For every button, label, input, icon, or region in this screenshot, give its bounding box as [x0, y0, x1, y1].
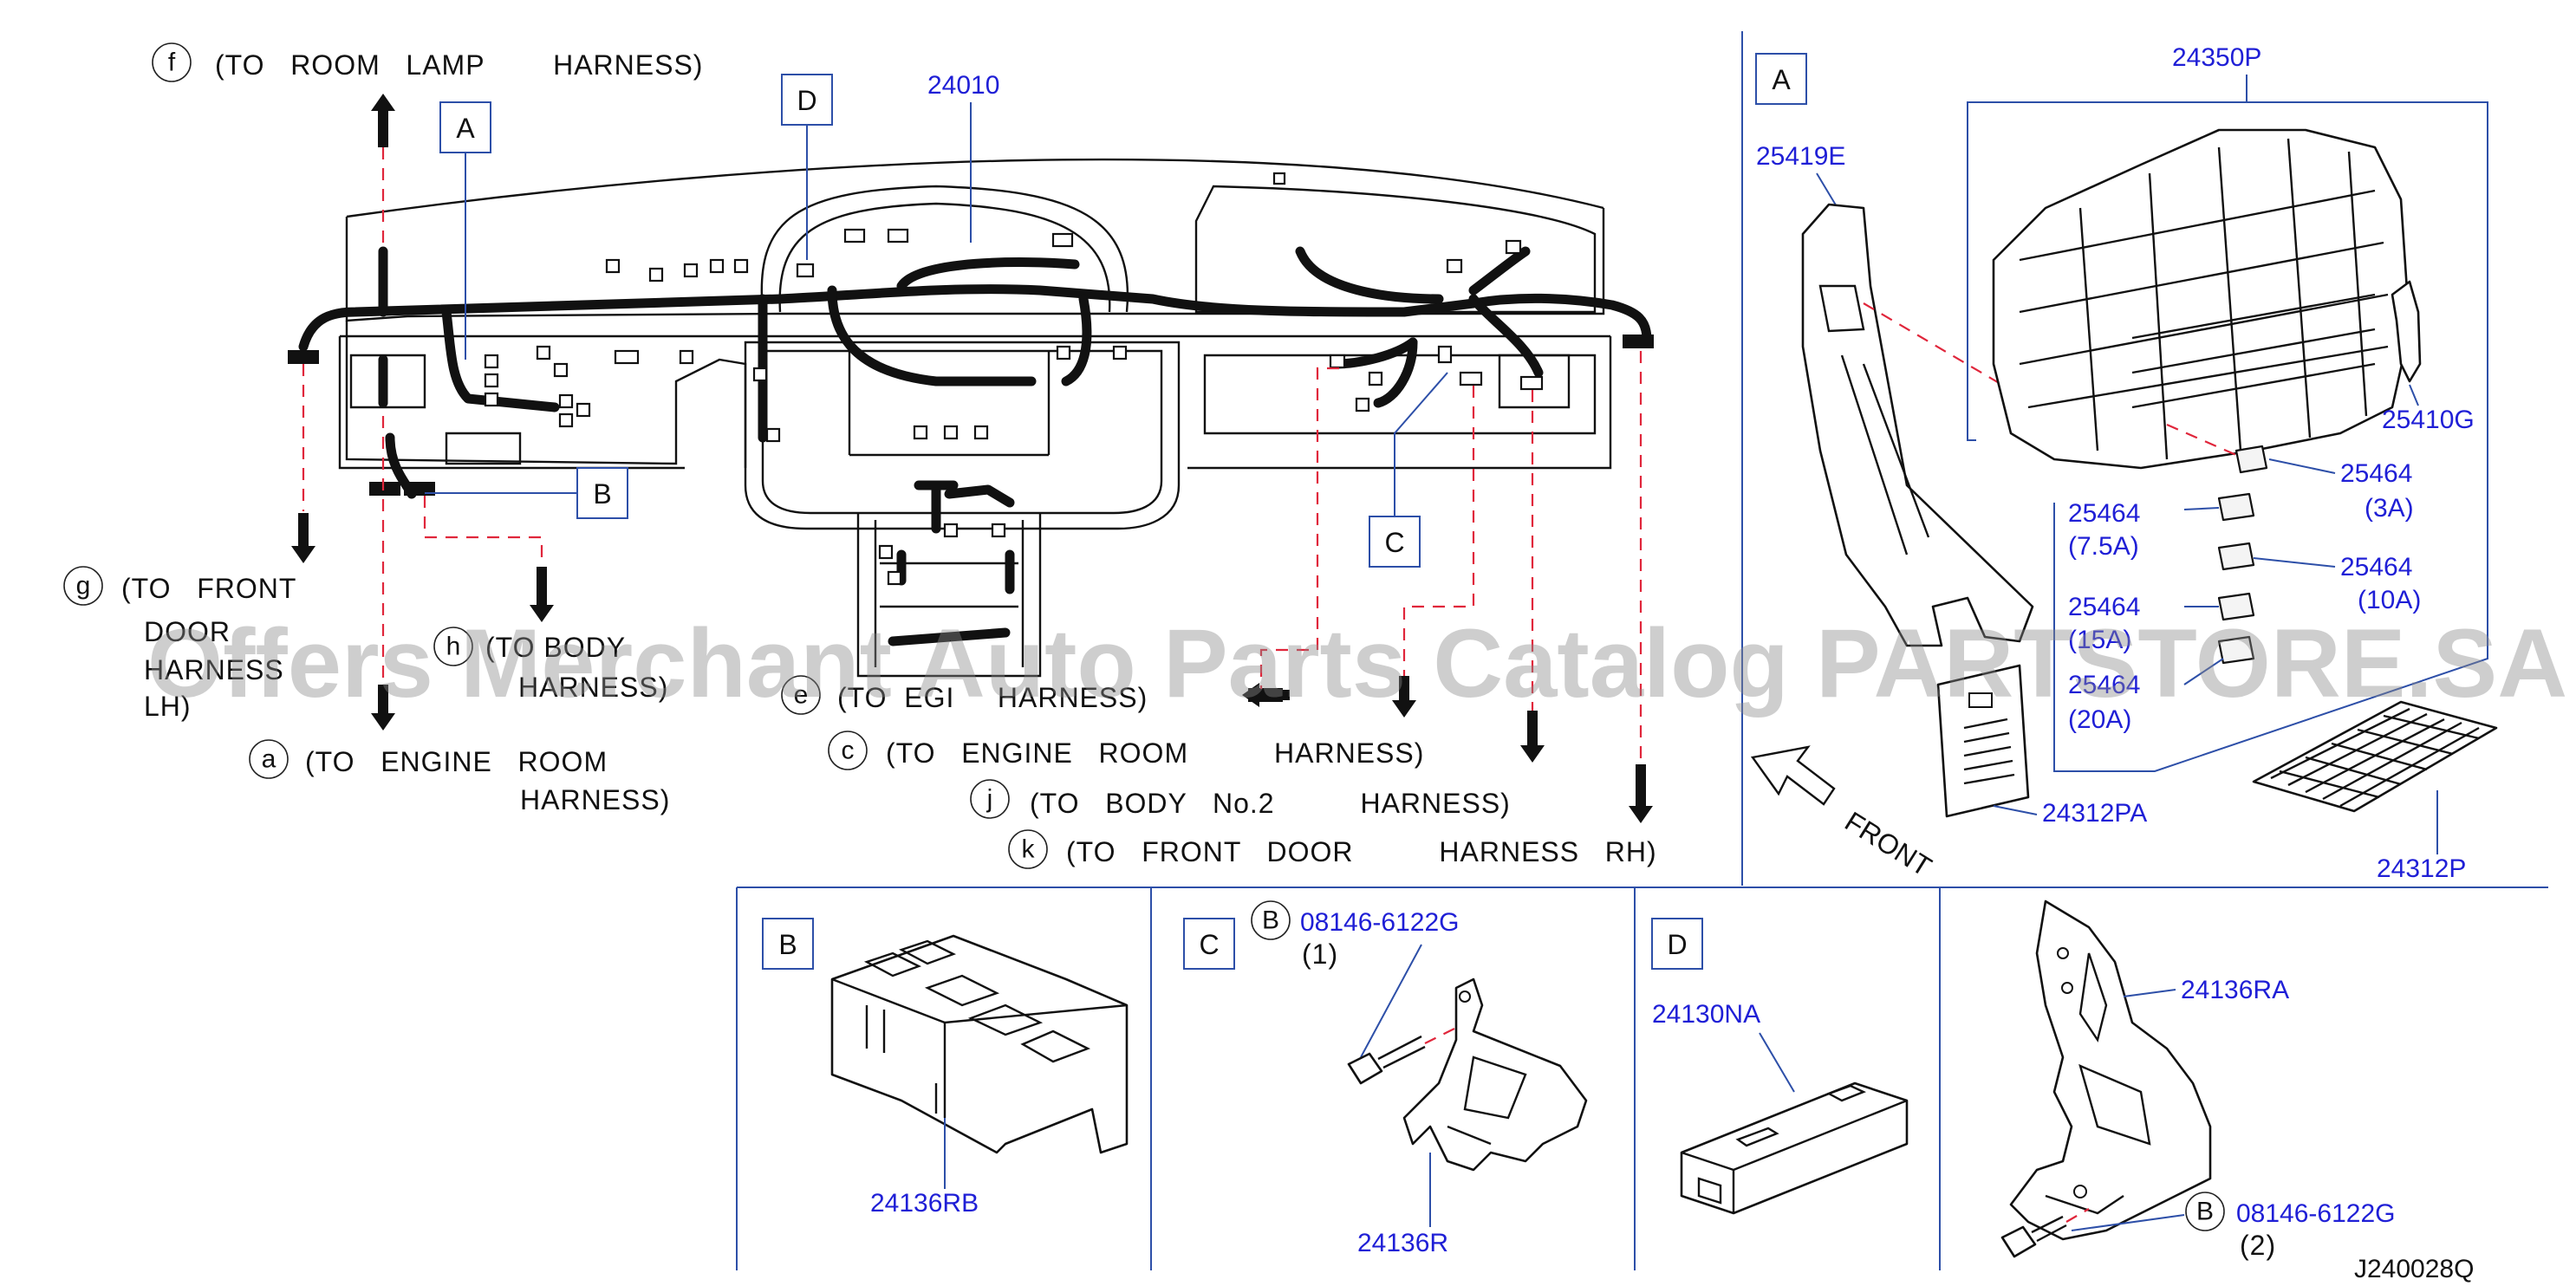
part-25419E[interactable]: 25419E [1756, 142, 1845, 171]
destination-h-line1: (TO BODY [485, 632, 626, 663]
fuse-cover [2252, 700, 2498, 813]
callout-a[interactable]: A [439, 101, 491, 360]
harness-wiring [298, 246, 1652, 646]
fuse-3a-number: 25464 [2340, 459, 2412, 488]
panel-a: A 24350P 25419E 25410G [1750, 43, 2498, 883]
fuse-10a-rating: (10A) [2358, 586, 2421, 614]
fuse-7-5a-rating: (7.5A) [2068, 532, 2139, 561]
fuse-15a-rating: (15A) [2068, 626, 2131, 654]
part-24136RA[interactable]: 24136RA [2181, 976, 2289, 1004]
callout-a-label: A [456, 113, 475, 144]
destination-f-text: (TO ROOM LAMP HARNESS) [215, 49, 703, 81]
connector-24130NA [1680, 1081, 1909, 1215]
part-08146-6122G-c[interactable]: 08146-6122G [1300, 908, 1460, 937]
destination-h: h (TO BODY HARNESS) [433, 627, 668, 703]
fuse-20a-number: 25464 [2068, 671, 2140, 699]
destination-e-text: (TO EGI HARNESS) [837, 682, 1148, 713]
diagram-code: J240028Q [2354, 1255, 2474, 1283]
part-24350P[interactable]: 24350P [2172, 43, 2261, 72]
destination-j-text: (TO BODY No.2 HARNESS) [1030, 788, 1511, 819]
callout-d[interactable]: D [781, 74, 833, 260]
front-label: FRONT [1839, 805, 1937, 882]
destination-c-letter: c [842, 737, 855, 765]
destination-a: a (TO ENGINE ROOM HARNESS) [249, 739, 670, 815]
panel-b: B 24136RB [762, 918, 1129, 1218]
instrument-panel [338, 158, 1612, 678]
callout-b[interactable]: B [425, 467, 628, 519]
destination-c-text: (TO ENGINE ROOM HARNESS) [886, 737, 1424, 769]
destination-f-letter: f [168, 49, 176, 77]
part-24130NA[interactable]: 24130NA [1652, 1000, 1760, 1029]
part-24136R[interactable]: 24136R [1357, 1229, 1448, 1257]
destination-j-letter: j [986, 785, 993, 814]
bolt-icon [1347, 1035, 1426, 1085]
bolt-icon-2 [2000, 1215, 2067, 1258]
panel-d: D 24130NA [1651, 918, 1909, 1215]
destination-g-line3: HARNESS [144, 654, 284, 685]
panel-c-bolt-ref: B [1262, 906, 1279, 935]
part-24010-label: 24010 [927, 71, 999, 100]
destination-k-letter: k [1022, 835, 1036, 864]
connectors [484, 172, 1544, 586]
part-24312PA[interactable]: 24312PA [2042, 799, 2147, 828]
routing-lines [302, 147, 1643, 763]
destination-g: g (TO FRONT DOOR HARNESS LH) [63, 566, 296, 722]
fuse-7-5a-number: 25464 [2068, 499, 2140, 528]
destination-k: k (TO FRONT DOOR HARNESS RH) [1008, 829, 1657, 869]
fuse-3a-rating: (3A) [2365, 494, 2414, 523]
fuse-10a-number: 25464 [2340, 553, 2412, 581]
panel-dividers [736, 31, 2548, 1270]
destination-h-letter: h [446, 633, 461, 661]
destination-g-line2: DOOR [144, 616, 231, 647]
bracket-24136RA [2009, 900, 2212, 1241]
part-08146-6122G-e[interactable]: 08146-6122G [2236, 1199, 2396, 1228]
destination-e: e (TO EGI HARNESS) [781, 675, 1148, 715]
destination-e-letter: e [794, 681, 809, 710]
destination-c: c (TO ENGINE ROOM HARNESS) [828, 731, 1424, 770]
part-25410G[interactable]: 25410G [2382, 406, 2475, 434]
panel-c-tag: C [1199, 929, 1219, 960]
callout-c-label: C [1384, 527, 1404, 558]
destination-a-line1: (TO ENGINE ROOM [305, 746, 608, 777]
panel-a-tag-box [1755, 53, 1807, 105]
panel-c: C B 08146-6122G (1) 24136R [1183, 900, 1588, 1257]
relay-bracket [830, 934, 1129, 1154]
fuses [2166, 423, 2268, 665]
destination-g-line1: (TO FRONT [121, 573, 296, 604]
part-24136RB[interactable]: 24136RB [870, 1189, 979, 1218]
fuse-15a-number: 25464 [2068, 593, 2140, 621]
front-arrow-icon: FRONT [1750, 745, 1937, 882]
direction-arrows [291, 94, 1653, 823]
part-24010[interactable]: 24010 [927, 71, 999, 243]
fuse-20a-rating: (20A) [2068, 705, 2131, 734]
panel-d-tag: D [1667, 929, 1687, 960]
destination-a-line2: HARNESS) [520, 784, 670, 815]
panel-e: 24136RA B 08146-6122G (2) [2000, 900, 2396, 1261]
fuse-block [1992, 128, 2411, 470]
part-24312P[interactable]: 24312P [2377, 854, 2466, 883]
destination-a-letter: a [262, 745, 276, 774]
panel-c-qty: (1) [1302, 939, 1338, 970]
destination-j: j (TO BODY No.2 HARNESS) [970, 779, 1511, 819]
destination-g-letter: g [76, 572, 91, 601]
panel-a-tag: A [1772, 64, 1791, 95]
destination-f: f (TO ROOM LAMP HARNESS) [152, 42, 703, 82]
destination-h-line2: HARNESS) [518, 672, 668, 703]
callout-c[interactable]: C [1369, 372, 1448, 568]
destination-k-text: (TO FRONT DOOR HARNESS RH) [1066, 836, 1657, 867]
watermark-text: Offers Merchant Auto Parts Catalog PARTS… [147, 609, 2567, 718]
destination-g-line4: LH) [144, 691, 192, 722]
bracket-24136R [1402, 977, 1588, 1172]
panel-e-qty: (2) [2240, 1230, 2276, 1261]
callout-b-label: B [593, 478, 611, 510]
panel-e-bolt-ref: B [2196, 1198, 2214, 1226]
panel-b-tag: B [778, 929, 797, 960]
callout-d-label: D [797, 85, 816, 116]
